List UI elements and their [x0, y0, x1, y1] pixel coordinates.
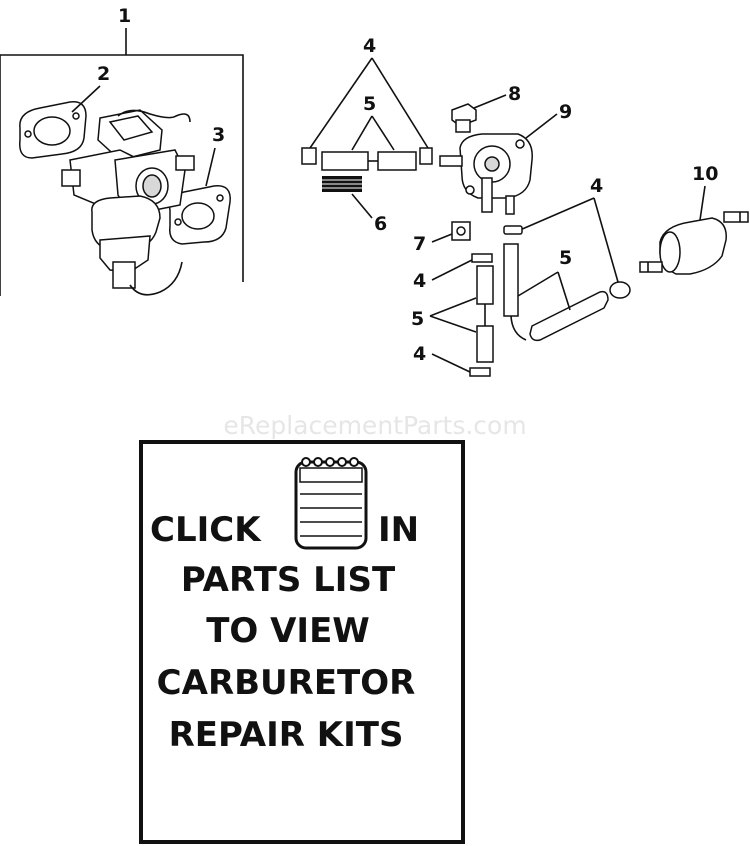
fuel-hose-part[interactable] [476, 325, 494, 363]
callout-2[interactable]: 2 [97, 63, 110, 85]
callout-6[interactable]: 6 [374, 213, 387, 235]
fuel-hose-part[interactable] [476, 265, 494, 305]
upper-hose-group: 4 5 6 [301, 35, 433, 235]
fuel-filter-group: 10 [639, 163, 749, 275]
group-bracket [0, 54, 244, 282]
hose-clamp-part[interactable] [609, 281, 631, 299]
callout-7[interactable]: 7 [413, 233, 426, 255]
hose-clamp-part[interactable] [503, 225, 523, 235]
filter-element-part[interactable] [322, 176, 362, 192]
callout-9[interactable]: 9 [559, 101, 572, 123]
hose-clamp-part[interactable] [471, 253, 493, 263]
parts-list-notice: CLICK IN PARTS LIST TO VIEW CARBURETOR R… [139, 440, 465, 844]
fuel-line-part[interactable] [503, 243, 609, 342]
callout-10[interactable]: 10 [692, 163, 718, 185]
carburetor-gasket-part[interactable] [19, 101, 87, 159]
notice-line-repair-kits: REPAIR KITS [169, 715, 404, 755]
notice-click-text: CLICK [150, 510, 262, 550]
notice-in-text: IN [378, 510, 419, 550]
callout-5-upper[interactable]: 5 [363, 93, 376, 115]
fuel-pump-part[interactable] [439, 133, 533, 215]
notice-line-to-view: TO VIEW [206, 611, 370, 651]
fuel-hose-part[interactable] [321, 151, 369, 171]
watermark-text: eReplacementParts.com [223, 411, 526, 440]
fuel-hose-part[interactable] [377, 151, 417, 171]
lower-hose-group: 4 5 4 5 [411, 243, 609, 377]
inline-fuel-filter-part[interactable] [639, 211, 749, 275]
callout-1[interactable]: 1 [118, 5, 131, 27]
hose-clamp-part[interactable] [469, 367, 491, 377]
callout-4-lower[interactable]: 4 [413, 343, 426, 365]
intake-gasket-part[interactable] [168, 185, 231, 245]
callout-4-right[interactable]: 4 [590, 175, 603, 197]
hose-clamp-part[interactable] [301, 147, 317, 165]
notice-line-carburetor: CARBURETOR [157, 663, 416, 703]
callout-4-upper[interactable]: 4 [363, 35, 376, 57]
notepad-icon[interactable] [294, 457, 368, 550]
fuel-pump-fitting-part[interactable] [451, 103, 477, 133]
callout-5-lower[interactable]: 5 [411, 308, 424, 330]
callout-3[interactable]: 3 [212, 124, 225, 146]
callout-5-right[interactable]: 5 [559, 247, 572, 269]
hose-clamp-part[interactable] [419, 147, 433, 165]
carburetor-assembly-group: 1 2 3 [0, 5, 244, 296]
callout-4-mid[interactable]: 4 [413, 270, 426, 292]
fuel-pump-group: 8 9 7 4 [413, 83, 631, 299]
notice-line-parts-list: PARTS LIST [181, 560, 396, 600]
callout-8[interactable]: 8 [508, 83, 521, 105]
carburetor-body-part[interactable] [61, 109, 195, 296]
